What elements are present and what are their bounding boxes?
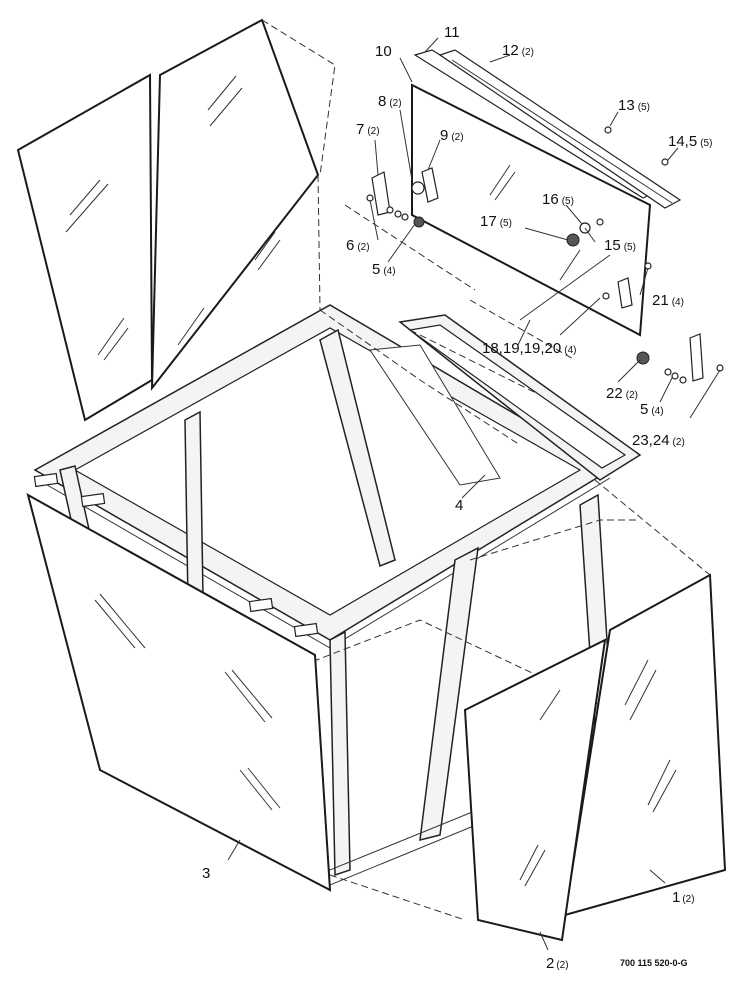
label-p16: 16(5) — [542, 191, 574, 208]
label-p8: 8(2) — [378, 93, 402, 110]
label-p12: 12(2) — [502, 42, 534, 59]
label-p22: 22(2) — [606, 385, 638, 402]
label-p15: 15(5) — [604, 237, 636, 254]
retainer-strip-12 — [438, 49, 682, 209]
label-p1: 1(2) — [672, 889, 695, 906]
label-p9: 9(2) — [440, 127, 464, 144]
label-p3: 3 — [202, 865, 210, 882]
label-p13: 13(5) — [618, 97, 650, 114]
label-p6: 6(2) — [346, 237, 370, 254]
label-p10: 10 — [375, 43, 392, 60]
label-p17: 17(5) — [480, 213, 512, 230]
label-p21: 21(4) — [652, 292, 684, 309]
leader-lines — [227, 37, 721, 951]
label-p5b: 5(4) — [640, 401, 664, 418]
label-p18: 18,19,19,20(4) — [482, 340, 576, 357]
label-p14: 14,5(5) — [668, 133, 712, 150]
label-p5a: 5(4) — [372, 261, 396, 278]
rear-glass-panel-left — [16, 73, 154, 422]
side-glass-left — [26, 492, 332, 892]
label-p23: 23,24(2) — [632, 432, 685, 449]
roof-hatch-window — [411, 83, 652, 337]
label-p11: 11 — [444, 24, 460, 41]
drawing-code: 700 115 520-0-G — [620, 958, 688, 968]
door-glass — [463, 638, 607, 942]
hinge-hardware-lower — [602, 262, 724, 384]
label-p7: 7(2) — [356, 121, 380, 138]
cab-frame — [33, 304, 642, 886]
fasteners-13-17 — [566, 126, 669, 247]
label-p4: 4 — [455, 497, 463, 514]
label-p2: 2(2) — [546, 955, 569, 972]
